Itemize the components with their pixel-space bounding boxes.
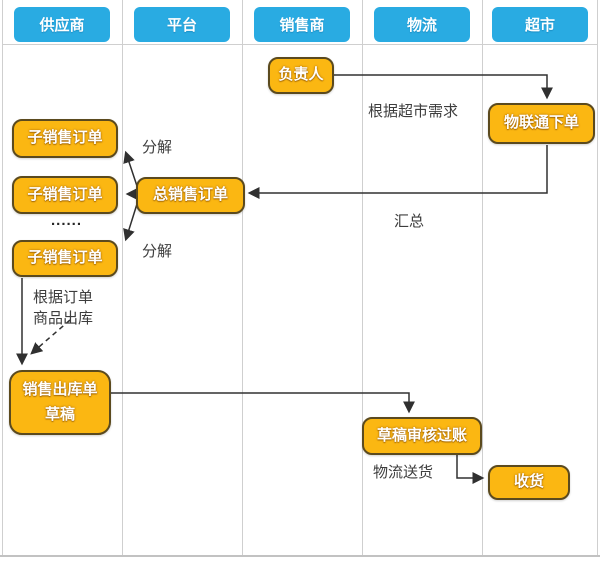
node-wuliantong-order: 物联通下单 — [488, 103, 595, 144]
node-person-in-charge: 负责人 — [268, 57, 334, 94]
grid-line-col-1 — [122, 0, 123, 556]
label-ellipsis: ...... — [51, 212, 83, 229]
node-sales-outbound-draft-line2: 草稿 — [44, 405, 75, 423]
edge-wuliantong-to-total-order — [247, 145, 548, 199]
label-decompose-top: 分解 — [142, 139, 173, 156]
node-draft-audit-post: 草稿审核过账 — [362, 417, 482, 455]
node-receive-goods: 收货 — [488, 465, 570, 500]
node-sales-outbound-draft: 销售出库单 草稿 — [9, 370, 111, 435]
node-total-sales-order: 总销售订单 — [136, 177, 245, 214]
node-sub-sales-order-3: 子销售订单 — [12, 240, 118, 277]
label-per-order-line1: 根据订单 — [33, 289, 94, 306]
lane-header-logistics: 物流 — [374, 7, 470, 42]
node-sub-sales-order-2: 子销售订单 — [12, 176, 118, 214]
grid-line-left-border — [2, 0, 3, 556]
label-decompose-bottom: 分解 — [142, 243, 173, 260]
lane-header-supermarket: 超市 — [492, 7, 588, 42]
node-sales-outbound-draft-line1: 销售出库单 — [22, 380, 98, 398]
lane-header-supplier: 供应商 — [14, 7, 110, 42]
grid-line-col-2 — [242, 0, 243, 556]
lane-header-platform: 平台 — [134, 7, 230, 42]
node-sub-sales-order-1: 子销售订单 — [12, 119, 118, 158]
edge-audit-to-receive — [456, 455, 485, 484]
grid-line-header-separator — [2, 44, 597, 45]
label-per-order-line2: 商品出库 — [33, 310, 94, 327]
grid-line-right-border — [597, 0, 598, 556]
label-summarize: 汇总 — [394, 213, 425, 230]
label-logistics-delivery: 物流送货 — [373, 464, 434, 481]
edge-total-to-sub3 — [123, 203, 138, 242]
edge-total-to-sub1 — [123, 150, 138, 187]
grid-line-col-3 — [362, 0, 363, 556]
label-per-supermarket-demand: 根据超市需求 — [368, 103, 459, 120]
edge-person-to-wuliantong — [334, 74, 553, 100]
grid-line-col-4 — [482, 0, 483, 556]
lane-header-seller: 销售商 — [254, 7, 350, 42]
grid-line-bottom-border — [0, 555, 600, 557]
edge-outbound-to-audit — [111, 392, 415, 414]
